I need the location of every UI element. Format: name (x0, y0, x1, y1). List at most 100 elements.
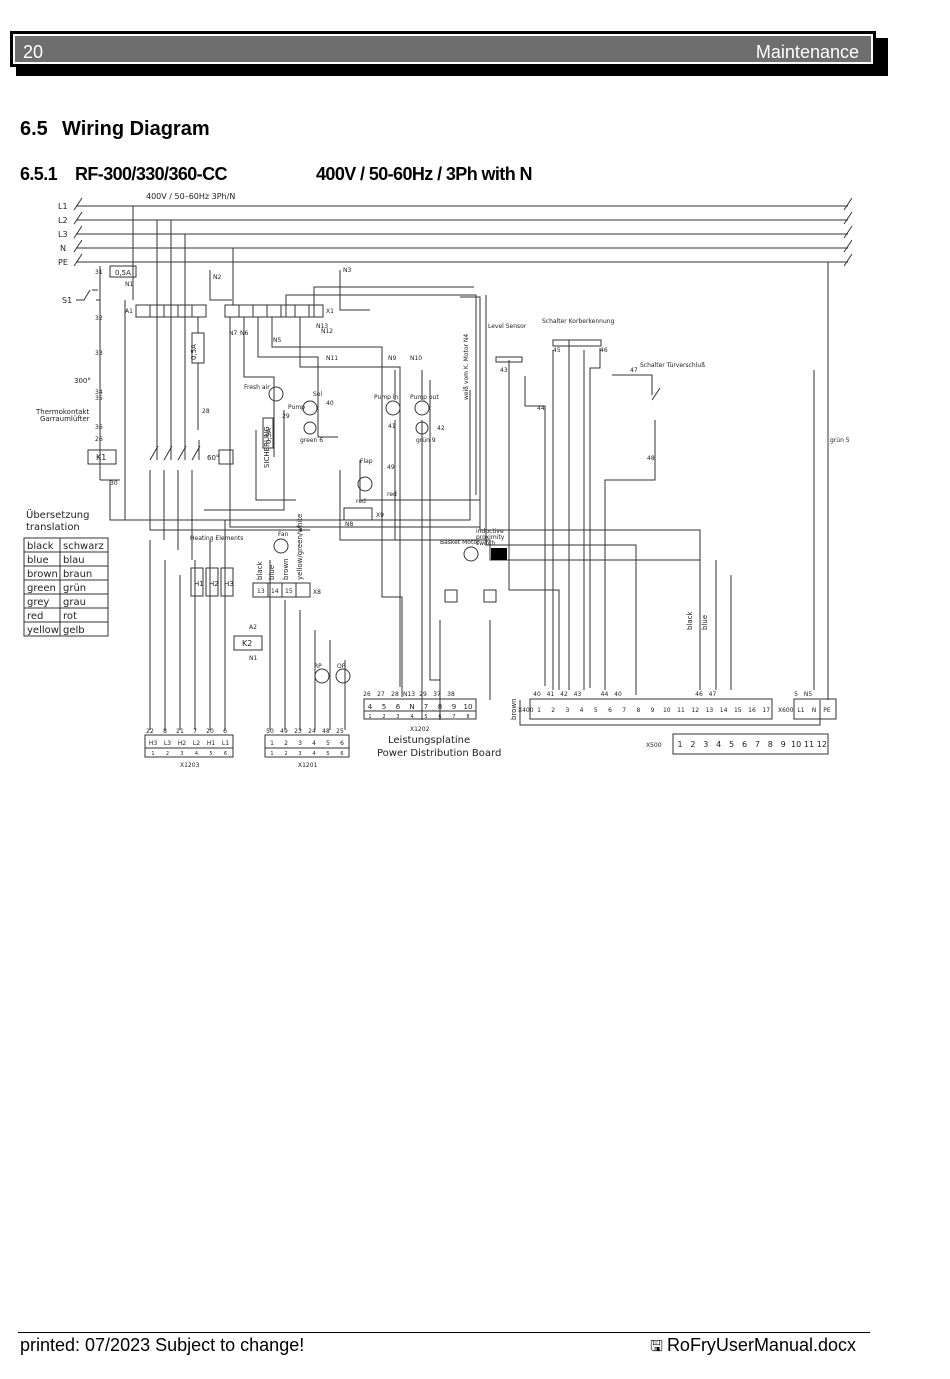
k1-label: K1 (96, 453, 106, 462)
wire-label: A2 (249, 624, 257, 631)
x500-terminal-number: 2 (690, 740, 695, 749)
x1202-terminal-number: 3 (396, 714, 399, 720)
x1203-top-number: 22 (146, 728, 154, 735)
x1203-terminal-number: 5 (209, 751, 212, 757)
x400-terminal-number: 8 (636, 707, 640, 714)
diagram-wires (73, 197, 853, 758)
wire-label: 41 (388, 423, 396, 430)
wire-label: 40 (326, 400, 334, 407)
x1202-terminal-label: 6 (396, 703, 401, 711)
x1201-terminal-label: 6 (340, 740, 344, 747)
x500-terminal-number: 1 (677, 740, 682, 749)
x1201-top-number: 49 (280, 728, 288, 735)
x1202-terminal-label: 9 (452, 703, 456, 711)
x600-label: X600 (778, 707, 794, 714)
inductive-label-1: inductive (476, 528, 504, 535)
x1201-top-number: 50 (266, 728, 274, 735)
x500-label: X500 (646, 742, 662, 749)
pump-label: Pump (288, 404, 305, 411)
tuer-label: Schalter Türverschluß (640, 362, 705, 369)
wire-label: N1 (249, 655, 257, 662)
k2-label: K2 (242, 639, 252, 648)
x1203-terminal-label: L3 (164, 740, 171, 747)
x1201-terminal-label: 5 (326, 740, 330, 747)
wire-label: N1 (125, 281, 133, 288)
x1201-terminal-number: 6 (340, 751, 343, 757)
x1201-terminal-label: 3 (298, 740, 302, 747)
wire-label: red (356, 498, 366, 505)
x1202-terminal-label: N (409, 703, 414, 711)
motor-note: weiß vom K. Motor N4 (463, 334, 470, 400)
x400-terminal-number: 13 (706, 707, 714, 714)
subsection-spec: 400V / 50-60Hz / 3Ph with N (316, 164, 532, 184)
green6-label: green 6 (300, 437, 323, 444)
x1203-top-number: 6 (223, 728, 227, 735)
x1202-terminal-number: 6 (438, 714, 441, 720)
wire-label: 46 (600, 347, 608, 354)
x600-terminal-label: PE (823, 707, 831, 714)
x1202-terminal-label: 7 (424, 703, 428, 711)
wire-label: 26 (95, 436, 103, 443)
x1203-top-number: 20 (206, 728, 214, 735)
x1202-terminal-number: 5 (424, 714, 427, 720)
translation-de: rot (63, 611, 77, 622)
fan-term-15: 15 (285, 588, 293, 595)
x1201-terminal-label: 4 (312, 740, 316, 747)
wire-label: 49 (387, 464, 395, 471)
section-title: Wiring Diagram (62, 118, 210, 140)
wire-label: N7 (229, 330, 237, 337)
x400-terminal-number: 14 (720, 707, 728, 714)
board-label-en: Power Distribution Board (377, 748, 501, 759)
x400-terminal-number: 17 (762, 707, 770, 714)
fuse-sicherung-label: 0,5A (265, 428, 273, 444)
translation-en: black (27, 541, 54, 552)
x400-top-number: 43 (574, 691, 582, 698)
fan-term-13: 13 (257, 588, 265, 595)
x1203-top-number: 21 (176, 728, 184, 735)
translation-title-2: translation (26, 522, 80, 533)
x1201-terminal-number: 2 (284, 751, 287, 757)
wire-blue-label: blue (701, 615, 709, 630)
heater-h2: H2 (209, 580, 219, 588)
wire-label: X1 (326, 308, 334, 315)
header-bar: 20 Maintenance (13, 34, 873, 64)
footer-rule (18, 1332, 870, 1333)
wire-label: 34 (95, 389, 103, 396)
x400-terminal-number: 4 (580, 707, 584, 714)
switch-label: S1 (62, 296, 72, 305)
line-label-l2: L2 (58, 216, 68, 225)
page-header: 20 Maintenance (10, 31, 876, 67)
x1201-terminal-number: 3 (298, 751, 301, 757)
x1202-top-number: 28 (391, 691, 399, 698)
x500-terminal-number: 4 (716, 740, 721, 749)
fan-wire-black: black (256, 560, 264, 580)
fan-wire-yellow: yellow/green/white (296, 514, 304, 580)
x1202-terminal-number: 2 (382, 714, 385, 720)
translation-de: braun (63, 569, 92, 580)
thermo-label-1: Thermokontakt (35, 408, 89, 416)
x400-top-number: 40 (533, 691, 541, 698)
flap-label: Flap (360, 458, 373, 465)
x1201-label: X1201 (298, 762, 318, 769)
x400-terminal-number: 10 (663, 707, 671, 714)
wire-label: 45 (553, 347, 561, 354)
x1201-terminal-number: 5 (326, 751, 329, 757)
wire-label: 48 (647, 455, 655, 462)
x400-label: X400 (518, 707, 534, 714)
wire-brown-label: brown (510, 698, 518, 720)
x1203-terminal-number: 3 (180, 751, 183, 757)
sol-label: Sol (313, 391, 322, 398)
green5-label: grün 5 (830, 437, 850, 444)
x1203-terminal-label: L2 (193, 740, 200, 747)
floppy-disk-icon: 🖫 (650, 1338, 663, 1355)
wire-label: N2 (213, 274, 221, 281)
wire-label: N9 (388, 355, 396, 362)
x1202-terminal-number: 4 (410, 714, 413, 720)
